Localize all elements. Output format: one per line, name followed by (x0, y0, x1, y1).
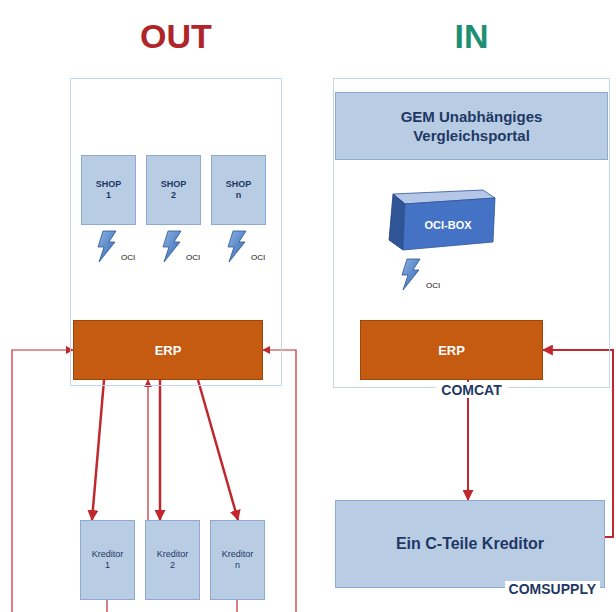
creditor-box: Ein C-Teile KreditorCOMSUPPLY (335, 500, 605, 588)
erp-box: ERP (73, 320, 263, 380)
interface-label: OCI (426, 281, 440, 290)
node-caption: COMCAT (435, 382, 507, 398)
interface-label: OCI (121, 253, 135, 262)
lightning-symbol (402, 259, 420, 290)
portal-band: GEM Unabhängiges Vergleichsportal (335, 92, 608, 160)
node-label: ERP (438, 343, 465, 358)
flow-arrow (92, 380, 104, 520)
node-label: SHOP 2 (161, 179, 186, 202)
interface-label: OCI (251, 253, 265, 262)
lightning-symbol (228, 231, 246, 262)
shop-box: SHOP 2 (146, 155, 201, 225)
shop-box: SHOP 1 (81, 155, 136, 225)
oci-box: OCI-BOX (385, 188, 497, 252)
flow-arrow (159, 380, 162, 520)
node-label: OCI-BOX (424, 219, 471, 231)
shop-box: SHOP n (211, 155, 266, 225)
node-label: Kreditor 2 (157, 549, 189, 572)
node-label: Kreditor 1 (92, 549, 124, 572)
creditor-box: Kreditor 2 (145, 520, 200, 600)
flow-arrow (198, 380, 238, 520)
node-label: Ein C-Teile Kreditor (396, 535, 544, 553)
node-label: SHOP n (226, 179, 251, 202)
node-label: IN (334, 17, 609, 56)
lightning-symbol (163, 231, 181, 262)
node-label: OUT (71, 17, 281, 56)
creditor-box: Kreditor 1 (80, 520, 135, 600)
group-panel: GEM Unabhängiges VergleichsportalOCI-BOX… (333, 78, 610, 388)
erp-box: ERP (360, 320, 543, 380)
node-caption: COMSUPPLY (505, 581, 600, 597)
interface-label: OCI (186, 253, 200, 262)
flow-arrow (147, 380, 148, 520)
node-label: GEM Unabhängiges Vergleichsportal (372, 107, 572, 146)
node-label: Kreditor n (222, 549, 254, 572)
creditor-box: Kreditor n (210, 520, 265, 600)
lightning-symbol (98, 231, 116, 262)
flow-arrow (467, 380, 469, 500)
node-label: ERP (155, 343, 182, 358)
group-panel: SHOP 1SHOP 2SHOP nERPOUT (70, 78, 282, 386)
node-label: SHOP 1 (96, 179, 121, 202)
